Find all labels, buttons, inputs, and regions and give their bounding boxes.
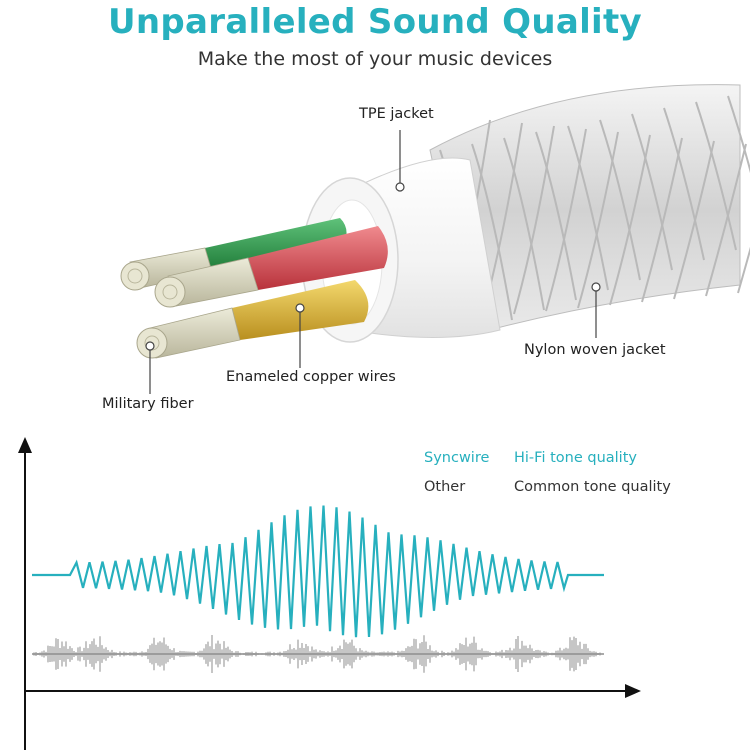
tpe-jacket-label: TPE jacket bbox=[359, 106, 434, 122]
cable-illustration bbox=[120, 84, 750, 394]
tpe-jacket-marker bbox=[395, 182, 405, 192]
red-wire bbox=[154, 226, 388, 308]
copper-wires-label: Enameled copper wires bbox=[226, 369, 396, 385]
copper-wires-marker bbox=[295, 303, 305, 313]
y-axis bbox=[18, 437, 32, 750]
legend-other-quality: Common tone quality bbox=[514, 479, 671, 495]
legend-other: Other bbox=[424, 479, 466, 495]
nylon-jacket-marker bbox=[591, 282, 601, 292]
legend-brand-quality: Hi-Fi tone quality bbox=[514, 450, 637, 466]
nylon-jacket-label: Nylon woven jacket bbox=[524, 342, 666, 358]
page-title: Unparalleled Sound Quality bbox=[107, 2, 643, 42]
military-fiber-marker bbox=[145, 341, 155, 351]
military-fiber-label: Military fiber bbox=[102, 396, 194, 412]
green-wire bbox=[120, 218, 347, 291]
page-subtitle: Make the most of your music devices bbox=[197, 48, 553, 70]
x-axis bbox=[25, 684, 641, 698]
legend-brand: Syncwire bbox=[424, 450, 490, 466]
common-waveform bbox=[33, 634, 601, 674]
nylon-braid bbox=[429, 84, 750, 336]
hifi-waveform bbox=[32, 505, 604, 638]
